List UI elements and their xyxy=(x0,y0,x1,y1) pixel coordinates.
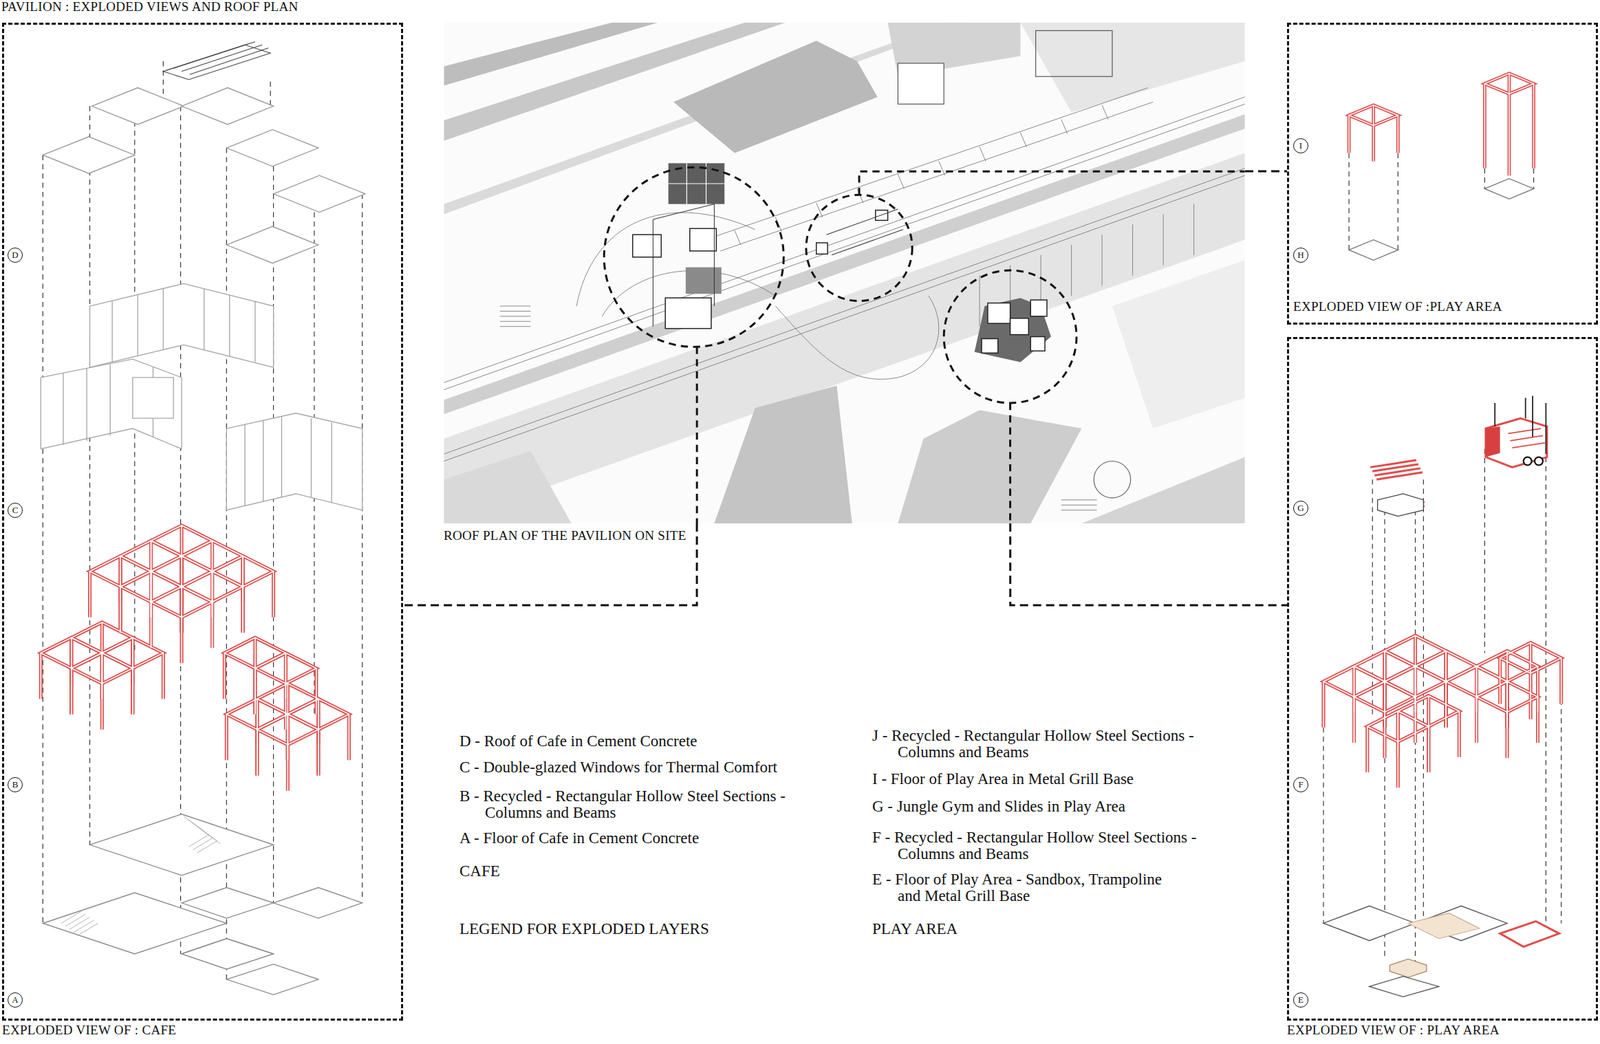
dashed-leader xyxy=(1010,523,1288,606)
legend-entry: E - Floor of Play Area - Sandbox, Trampo… xyxy=(872,871,1170,905)
callout-letter: G xyxy=(1293,500,1309,516)
callout-letter: I xyxy=(1293,138,1309,154)
legend-entry: C - Double-glazed Windows for Thermal Co… xyxy=(459,759,778,776)
legend-entry: A - Floor of Cafe in Cement Concrete xyxy=(459,830,699,847)
legend-entry: J - Recycled - Rectangular Hollow Steel … xyxy=(872,727,1230,761)
exploded-panel: EXPLODED VIEW OF :PLAY AREA xyxy=(1287,22,1598,325)
panel-caption: EXPLODED VIEW OF : CAFE xyxy=(2,1022,179,1039)
callout-letter: D xyxy=(7,247,23,263)
panel-caption: EXPLODED VIEW OF :PLAY AREA xyxy=(1293,299,1503,315)
dashed-leader xyxy=(1245,170,1288,173)
exploded-panel: EXPLODED VIEW OF : PLAY AREA xyxy=(1287,337,1598,1021)
callout-letter: A xyxy=(7,992,23,1008)
legend-entry: LEGEND FOR EXPLODED LAYERS xyxy=(459,921,710,938)
legend-entry: PLAY AREA xyxy=(872,921,958,938)
play-area-upper xyxy=(1348,73,1534,261)
callout-letter: C xyxy=(7,502,23,518)
legend-entry: D - Roof of Cafe in Cement Concrete xyxy=(459,733,698,750)
exploded-panel: EXPLODED VIEW OF : CAFE xyxy=(2,22,404,1021)
legend-entry: CAFE xyxy=(459,863,501,880)
roof-plan: ROOF PLAN OF THE PAVILION ON SITE xyxy=(443,22,1246,524)
legend-entry: F - Recycled - Rectangular Hollow Steel … xyxy=(872,829,1230,863)
callout-letter: F xyxy=(1293,777,1309,793)
callout-letter: H xyxy=(1293,247,1309,263)
sheet-title: PAVILION : EXPLODED VIEWS AND ROOF PLAN xyxy=(1,0,299,14)
legend-entry: G - Jungle Gym and Slides in Play Area xyxy=(872,798,1126,816)
panel-caption: ROOF PLAN OF THE PAVILION ON SITE xyxy=(443,528,690,544)
legend-entry: I - Floor of Play Area in Metal Grill Ba… xyxy=(872,771,1134,788)
callout-letter: B xyxy=(7,777,23,793)
legend-entry: B - Recycled - Rectangular Hollow Steel … xyxy=(459,788,818,822)
dashed-leader xyxy=(403,523,697,606)
site-plan xyxy=(443,22,1245,524)
callout-letter: E xyxy=(1293,992,1309,1008)
panel-caption: EXPLODED VIEW OF : PLAY AREA xyxy=(1287,1022,1503,1039)
play-area-lower xyxy=(1323,396,1562,998)
cafe-layers xyxy=(40,41,366,996)
